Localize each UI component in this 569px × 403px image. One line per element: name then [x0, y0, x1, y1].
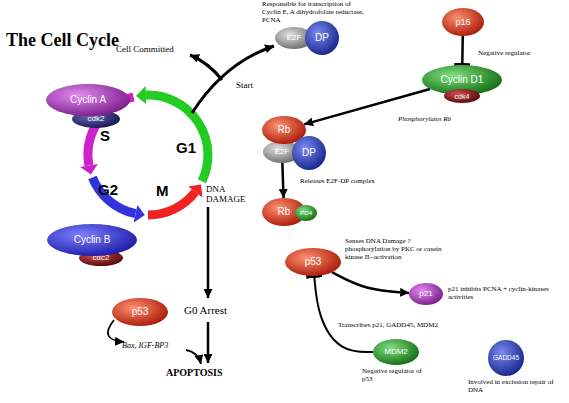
- molecule-node: PO4: [295, 205, 317, 221]
- molecule-ellipse: [373, 339, 419, 365]
- damage-arrow: [207, 207, 210, 298]
- annotation-text: Senses DNA Damage ? phosphorylation by P…: [345, 238, 457, 261]
- molecule-node: p16: [442, 8, 484, 36]
- molecule-name: Cyclin B: [74, 235, 111, 245]
- annotation-text: Involved in excission repair of DNA: [468, 379, 566, 395]
- g1-phase-arc: [146, 95, 208, 181]
- molecule-name: Cyclin D1: [441, 75, 484, 85]
- apoptosis-arrow: [207, 322, 210, 363]
- bax-loop-arrow: [108, 320, 124, 342]
- molecule-node: GADD45: [488, 340, 524, 376]
- molecule-name: PO4: [300, 210, 312, 216]
- start-curve: [192, 46, 274, 113]
- molecule-ellipse: [488, 340, 524, 376]
- molecule-node: DP: [305, 21, 339, 55]
- molecule-ellipse: [47, 224, 137, 256]
- molecule-node: p53: [285, 248, 341, 276]
- annotation-text: Cell Committed: [116, 44, 174, 54]
- pathway-connector: [461, 36, 464, 65]
- molecule-name: E2F: [275, 148, 290, 156]
- annotation-text: G1: [176, 140, 196, 157]
- molecule-name: E2F: [287, 34, 302, 42]
- molecule-name: p16: [455, 18, 470, 27]
- annotation-text: Releases E2F-DP complex: [300, 178, 375, 186]
- diagram-title: The Cell Cycle: [6, 30, 119, 50]
- molecule-node: Cyclin A: [46, 84, 130, 116]
- molecule-name: DP: [302, 148, 316, 158]
- molecule-ellipse: [72, 110, 120, 128]
- molecule-ellipse: [46, 84, 130, 116]
- molecule-node: MDM2: [373, 339, 419, 365]
- molecule-name: p21: [419, 290, 432, 298]
- annotation-text: p21 inhibits PCNA + cyclin-kinases activ…: [448, 286, 564, 302]
- molecule-name: Cyclin A: [70, 95, 106, 105]
- annotation-text: Start: [236, 80, 253, 90]
- molecule-name: p53: [305, 257, 322, 267]
- molecule-name: DP: [315, 33, 329, 43]
- annotation-text: G2: [98, 182, 118, 199]
- annotation-text: G0 Arrest: [184, 304, 227, 316]
- annotation-text: M: [156, 183, 169, 200]
- g2-phase-arc: [92, 178, 135, 214]
- molecule-node: DP: [292, 136, 326, 170]
- bax-apoptosis-arrow: [186, 350, 201, 364]
- molecule-ellipse: [79, 250, 123, 266]
- m-phase-arrowhead: [188, 185, 202, 198]
- commit-curve: [190, 55, 222, 80]
- molecule-ellipse: [409, 283, 443, 305]
- pathway-connector: [314, 276, 373, 352]
- m-phase-arc: [148, 192, 195, 215]
- annotation-text: Responsible for transcription of Cyclin …: [262, 1, 370, 24]
- molecule-ellipse: [285, 248, 341, 276]
- s-phase-arrowhead: [80, 164, 98, 175]
- g2-phase-arrowhead: [134, 205, 145, 223]
- g1-phase-arrowhead: [136, 86, 146, 104]
- annotation-text: Phosphorylates Rb: [398, 116, 451, 124]
- pathway-connector: [332, 272, 409, 293]
- molecule-ellipse: [295, 205, 317, 221]
- annotation-text: Negative regulator of p53: [362, 368, 434, 384]
- molecule-ellipse: [444, 89, 480, 103]
- annotation-text: Transcribes p21, GADD45, MDM2: [338, 322, 438, 330]
- molecule-ellipse: [112, 298, 168, 326]
- molecule-ellipse: [292, 136, 326, 170]
- molecule-ellipse: [305, 21, 339, 55]
- molecule-node: p21: [409, 283, 443, 305]
- molecule-name: MDM2: [384, 348, 408, 356]
- pathway-connector: [282, 163, 283, 198]
- molecule-name: cdk2: [88, 115, 105, 123]
- molecule-name: Rb: [278, 207, 291, 217]
- molecule-node: p53: [112, 298, 168, 326]
- annotation-text: APOPTOSIS: [166, 367, 223, 378]
- annotation-text: Negative regulator: [478, 50, 530, 58]
- annotation-text: S: [100, 128, 110, 145]
- annotation-text: DNA DAMAGE: [206, 184, 252, 204]
- molecule-name: cdk4: [455, 93, 470, 100]
- annotation-text: Bax, IGF-BP3: [122, 342, 168, 351]
- molecule-ellipse: [442, 8, 484, 36]
- molecule-node: Cyclin B: [47, 224, 137, 256]
- molecule-name: p53: [132, 307, 149, 317]
- molecule-node: cdk4: [444, 89, 480, 103]
- molecule-name: Rb: [278, 125, 291, 135]
- molecule-name: GADD45: [493, 355, 519, 362]
